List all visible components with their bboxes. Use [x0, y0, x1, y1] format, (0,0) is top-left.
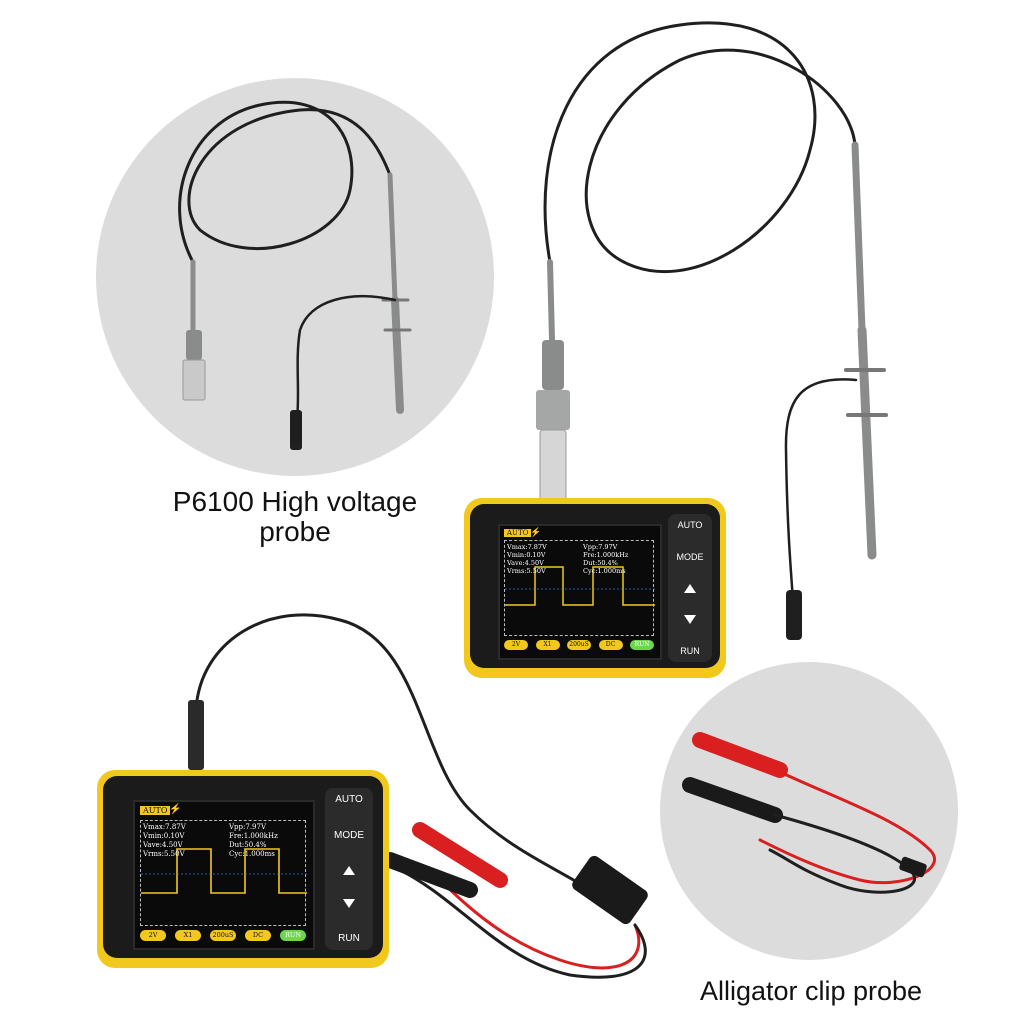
pill-coupling: DC	[245, 930, 271, 941]
readout-vmin: Vmin:0.10V	[507, 551, 546, 559]
readout-vave: Vave:4.50V	[507, 559, 544, 567]
device-body: AUTO ⚡ Vmax:7.87V Vmin:0.10V Vave:4.50V …	[470, 504, 720, 668]
device-screen: AUTO ⚡ Vmax:7.87V Vmin:0.10V Vave:4.50V …	[133, 800, 315, 950]
auto-button[interactable]: AUTO	[335, 794, 363, 805]
pill-probe-multiplier: X1	[175, 930, 201, 941]
pill-run-state: RUN	[630, 640, 654, 650]
p6100-probe-illustration	[178, 100, 412, 450]
down-arrow-icon[interactable]	[343, 899, 355, 909]
scope1-probe-illustration	[536, 21, 888, 640]
setting-pills: 2V X1 200uS DC RUN	[504, 640, 654, 650]
trigger-bolt-icon: ⚡	[530, 527, 542, 537]
alligator-clip-probe-illustration	[682, 732, 937, 894]
button-column: AUTO MODE RUN	[325, 788, 373, 950]
backdrop-circle-high-voltage	[96, 78, 494, 476]
readout-right: Vpp:7.97V Fre:1.000kHz Dut:50.4% Cyc:1.0…	[583, 543, 628, 575]
pill-probe-multiplier: X1	[535, 640, 560, 650]
caption-alligator-clip-probe: Alligator clip probe	[699, 976, 923, 1006]
pill-voltage: 2V	[504, 640, 528, 650]
readout-left: Vmax:7.87V Vmin:0.10V Vave:4.50V Vrms:5.…	[507, 543, 547, 575]
down-arrow-icon[interactable]	[684, 615, 696, 624]
up-arrow-icon[interactable]	[684, 584, 696, 593]
readout-vrms: Vrms:5.50V	[143, 850, 185, 858]
run-button[interactable]: RUN	[338, 933, 360, 944]
readout-cyc: Cyc:1.000ms	[583, 567, 626, 575]
readout-fre: Fre:1.000kHz	[583, 551, 629, 559]
readout-vrms: Vrms:5.50V	[507, 567, 546, 575]
readout-duty: Dut:50.4%	[229, 841, 267, 849]
button-column: AUTO MODE RUN	[668, 514, 712, 662]
auto-indicator: AUTO	[504, 529, 532, 537]
readout-vmax: Vmax:7.87V	[143, 823, 186, 831]
readout-vmin: Vmin:0.10V	[143, 832, 185, 840]
pill-run-state: RUN	[280, 930, 306, 941]
readout-vmax: Vmax:7.87V	[507, 543, 547, 551]
readout-cyc: Cyc:1.000ms	[229, 850, 275, 858]
auto-button[interactable]: AUTO	[677, 520, 703, 530]
mode-button[interactable]: MODE	[334, 829, 364, 841]
up-arrow-icon[interactable]	[343, 865, 355, 875]
waveform-plot: Vmax:7.87V Vmin:0.10V Vave:4.50V Vrms:5.…	[504, 540, 655, 636]
pill-coupling: DC	[598, 640, 623, 650]
readout-duty: Dut:50.4%	[583, 559, 618, 567]
backdrop-circle-alligator	[660, 662, 958, 960]
oscilloscope-device-lower: AUTO ⚡ Vmax:7.87V Vmin:0.10V Vave:4.50V …	[97, 770, 389, 968]
readout-left: Vmax:7.87V Vmin:0.10V Vave:4.50V Vrms:5.…	[143, 823, 186, 859]
pill-timebase: 200uS	[567, 640, 591, 650]
run-button[interactable]: RUN	[680, 646, 700, 656]
setting-pills: 2V X1 200uS DC RUN	[140, 930, 306, 941]
caption-high-voltage-probe: P6100 High voltage probe	[172, 486, 418, 547]
pill-voltage: 2V	[140, 930, 166, 941]
device-screen: AUTO ⚡ Vmax:7.87V Vmin:0.10V Vave:4.50V …	[498, 524, 662, 660]
waveform-plot: Vmax:7.87V Vmin:0.10V Vave:4.50V Vrms:5.…	[140, 820, 307, 926]
readout-vpp: Vpp:7.97V	[583, 543, 618, 551]
scope2-alligator-illustration	[188, 613, 648, 979]
square-wave-trace	[141, 848, 307, 894]
readout-vpp: Vpp:7.97V	[229, 823, 267, 831]
mode-button[interactable]: MODE	[676, 552, 704, 562]
auto-indicator: AUTO	[140, 806, 171, 815]
device-body: AUTO ⚡ Vmax:7.87V Vmin:0.10V Vave:4.50V …	[103, 776, 383, 958]
pill-timebase: 200uS	[210, 930, 236, 941]
oscilloscope-device-upper: AUTO ⚡ Vmax:7.87V Vmin:0.10V Vave:4.50V …	[464, 498, 726, 678]
readout-right: Vpp:7.97V Fre:1.000kHz Dut:50.4% Cyc:1.0…	[229, 823, 278, 859]
readout-vave: Vave:4.50V	[143, 841, 183, 849]
square-wave-trace	[505, 566, 655, 606]
trigger-bolt-icon: ⚡	[169, 804, 182, 815]
readout-fre: Fre:1.000kHz	[229, 832, 278, 840]
